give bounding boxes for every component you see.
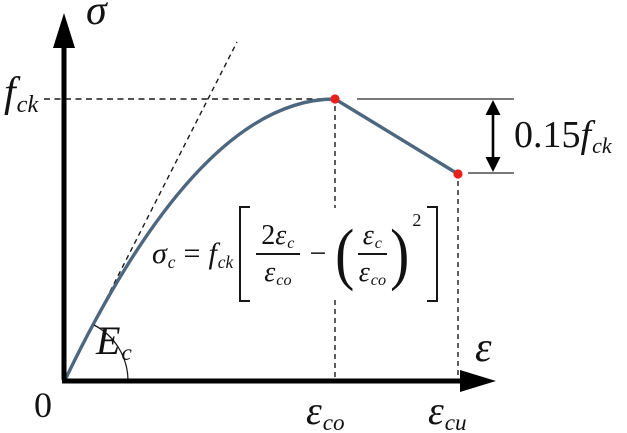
fraction2-denominator-subscript: co xyxy=(370,271,387,290)
strain-at-peak-symbol: ε xyxy=(306,388,322,433)
second-fraction-numerator: εc xyxy=(357,219,388,255)
equals-sign: = xyxy=(183,237,201,270)
x-axis-label: ε xyxy=(475,325,492,371)
stress-drop-subscript: ck xyxy=(592,132,612,158)
drop-arrow-down-head-icon xyxy=(485,157,501,172)
minus-sign: − xyxy=(309,237,327,270)
fraction1-coefficient: 2 xyxy=(261,219,276,251)
right-square-bracket xyxy=(427,206,439,302)
fraction2-numerator-symbol: ε xyxy=(362,219,374,251)
peak-point-marker xyxy=(330,94,340,104)
fraction1-numerator-subscript: c xyxy=(287,233,295,252)
left-paren: ( xyxy=(335,215,355,292)
peak-stress-label: fck xyxy=(4,70,38,117)
right-paren: ) xyxy=(390,215,410,292)
y-axis-arrowhead-icon xyxy=(53,13,75,48)
strain-at-peak-subscript: co xyxy=(322,410,345,433)
left-square-bracket xyxy=(239,206,251,302)
elastic-modulus-symbol: E xyxy=(96,318,121,363)
stress-drop-symbol: f xyxy=(580,114,592,156)
equation-fck-symbol: f xyxy=(208,237,217,270)
ultimate-strain-label: εcu xyxy=(428,388,467,433)
ultimate-strain-subscript: cu xyxy=(444,410,467,433)
equation-sigma-symbol: σ xyxy=(152,237,167,270)
y-axis-label: σ xyxy=(86,0,107,34)
fraction1-denominator-subscript: co xyxy=(276,271,292,290)
second-fraction-denominator: εco xyxy=(358,255,387,290)
parabola-equation: σc=fck 2εc εco − ( εc εco ) 2 xyxy=(152,206,439,302)
exponent: 2 xyxy=(412,210,422,230)
first-fraction-numerator: 2εc xyxy=(256,219,300,255)
first-fraction: 2εc εco xyxy=(256,219,300,290)
elastic-modulus-subscript: c xyxy=(121,340,132,367)
elastic-modulus-label: Ec xyxy=(96,318,132,365)
peak-stress-subscript: ck xyxy=(16,91,39,119)
x-axis-arrowhead-icon xyxy=(460,370,496,392)
stress-drop-coefficient: 0.15 xyxy=(514,114,581,156)
modulus-angle-arc xyxy=(93,324,129,381)
stress-drop-label: 0.15fck xyxy=(514,114,612,156)
fraction2-numerator-subscript: c xyxy=(374,233,383,252)
equation-fck-subscript: ck xyxy=(217,251,234,272)
ultimate-point-marker xyxy=(453,169,463,179)
stress-strain-curve xyxy=(63,97,460,382)
fraction1-numerator-symbol: ε xyxy=(275,219,287,251)
second-fraction: εc εco xyxy=(357,219,388,290)
fraction2-denominator-symbol: ε xyxy=(358,257,370,288)
ultimate-strain-symbol: ε xyxy=(428,388,444,433)
first-fraction-denominator: εco xyxy=(264,255,292,290)
equation-lhs: σc =fck xyxy=(152,237,234,272)
origin-label: 0 xyxy=(34,385,52,425)
fraction1-denominator-symbol: ε xyxy=(264,257,276,288)
equation-sigma-subscript: c xyxy=(167,251,176,272)
peak-stress-symbol: f xyxy=(4,70,16,116)
strain-at-peak-label: εco xyxy=(306,388,345,433)
drop-arrow-up-head-icon xyxy=(485,100,501,115)
